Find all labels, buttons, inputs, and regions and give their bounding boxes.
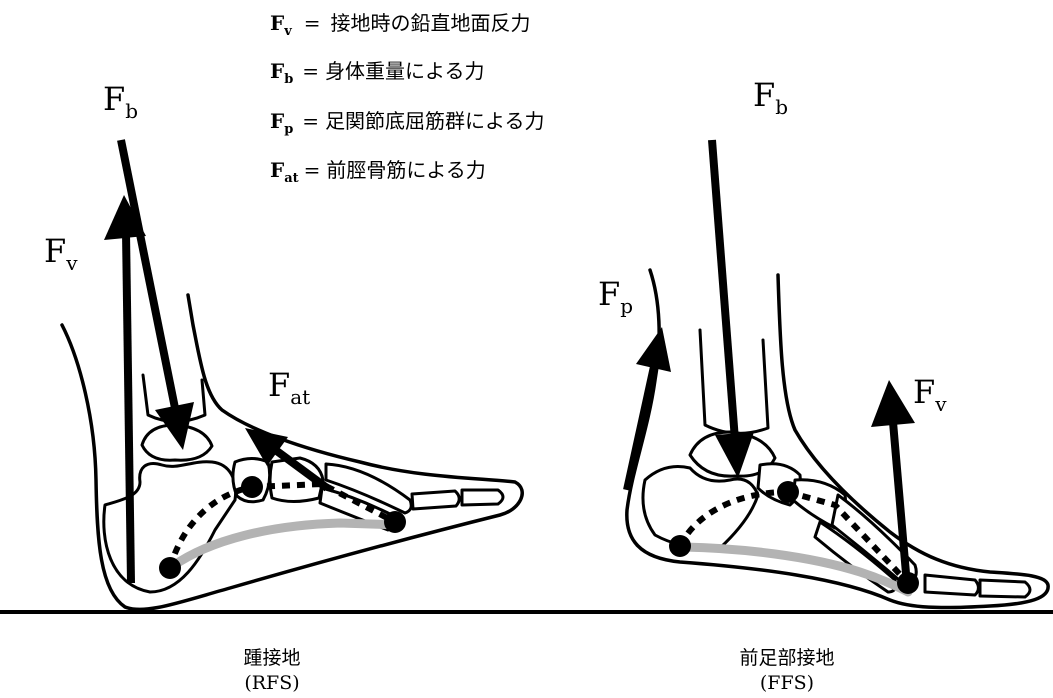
force-symbol: F: [268, 366, 290, 404]
force-symbol: F: [103, 80, 125, 118]
legend-symbol: F: [270, 11, 284, 35]
legend-equals: =: [304, 158, 321, 182]
ffs-metatarsal-head-point: [897, 572, 919, 594]
ffs-foot: Fb Fp Fv 前足部接地 (FFS): [598, 76, 1048, 694]
force-subscript: p: [620, 294, 633, 318]
rfs-metatarsal-head-point: [384, 511, 406, 533]
legend-row-fb: Fb =身体重量による力: [270, 59, 484, 87]
ffs-distal-phalanx: [980, 580, 1030, 597]
legend-subscript: at: [284, 171, 298, 186]
ffs-fp-arrow-shaft: [627, 362, 655, 490]
legend-row-fv: Fv = 接地時の鉛直地面反力: [270, 11, 531, 39]
rfs-distal-phalanx: [462, 490, 503, 505]
force-symbol: F: [598, 275, 620, 313]
rfs-fb-label: Fb: [103, 80, 138, 123]
force-subscript: at: [290, 385, 310, 409]
ffs-fp-label: Fp: [598, 275, 633, 318]
legend: Fv=接地時の鉛直地面反力 Fb=身体重量による力 Fp=足関節底屈筋群による力…: [270, 11, 544, 186]
ffs-caption: 前足部接地: [739, 647, 834, 669]
force-subscript: b: [125, 99, 138, 123]
legend-description: 前脛骨筋による力: [326, 158, 485, 182]
ffs-heel-point: [669, 535, 691, 557]
legend-subscript: b: [284, 72, 293, 87]
ffs-fv-arrow-head: [871, 380, 915, 427]
force-subscript: b: [775, 95, 788, 119]
ffs-calcaneus: [643, 467, 758, 549]
legend-equals: =: [304, 11, 321, 35]
legend-row-fat: Fat =前脛骨筋による力: [270, 158, 486, 186]
force-symbol: F: [913, 373, 935, 411]
legend-description: 身体重量による力: [325, 59, 484, 83]
legend-symbol: F: [270, 59, 284, 83]
force-subscript: v: [934, 392, 947, 416]
legend-subscript: v: [283, 24, 292, 39]
ffs-fb-arrow: [712, 140, 754, 478]
force-subscript: v: [65, 251, 78, 275]
legend-description: 接地時の鉛直地面反力: [331, 11, 531, 35]
rfs-fv-arrow-shaft: [126, 232, 131, 583]
legend-description: 足関節底屈筋群による力: [325, 109, 544, 133]
ffs-abbreviation: (FFS): [760, 672, 814, 694]
rfs-abbreviation: (RFS): [244, 672, 299, 694]
ffs-fp-arrow-head: [636, 327, 671, 372]
legend-subscript: p: [284, 122, 293, 137]
force-symbol: F: [44, 232, 66, 270]
rfs-proximal-phalanx: [412, 491, 459, 509]
legend-row-fp: Fp =足関節底屈筋群による力: [270, 109, 544, 137]
legend-symbol: F: [270, 109, 284, 133]
rfs-heel-point: [159, 557, 181, 579]
ffs-fb-arrow-shaft: [712, 140, 735, 440]
legend-symbol: F: [270, 158, 284, 182]
legend-equals: =: [302, 59, 319, 83]
rfs-fat-label: Fat: [268, 366, 310, 409]
force-symbol: F: [753, 76, 775, 114]
ffs-midfoot-point: [777, 481, 799, 503]
legend-equals: =: [302, 109, 319, 133]
ffs-proximal-phalanx: [925, 575, 979, 595]
ffs-fb-label: Fb: [753, 76, 788, 119]
ffs-fv-label: Fv: [913, 373, 947, 416]
rfs-midfoot-point: [241, 476, 263, 498]
rfs-caption: 踵接地: [243, 647, 300, 669]
rfs-fv-label: Fv: [44, 232, 78, 275]
